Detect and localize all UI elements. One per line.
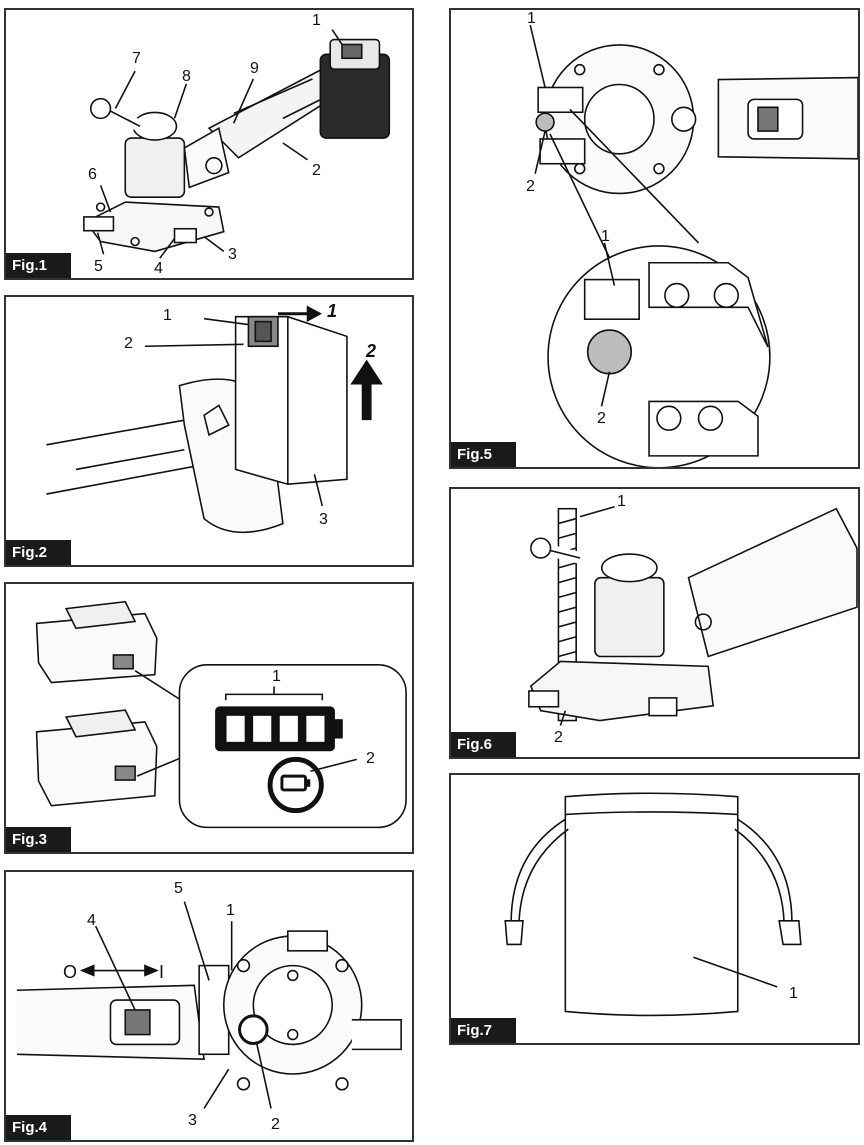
fig1-callout-4: 4 <box>154 260 163 277</box>
fig2-callout-2: 2 <box>124 335 133 352</box>
fig5-callout-1-zoom: 1 <box>601 228 610 245</box>
fig4-callout-1: 1 <box>226 902 235 919</box>
fig1-callout-7: 7 <box>132 50 141 67</box>
fig4-switch-off-label: O <box>63 962 78 982</box>
rebar-crimping-illustration <box>528 505 858 726</box>
figure-6-panel: 1 2 Fig.6 <box>449 487 860 759</box>
switch-operation-illustration <box>16 901 402 1109</box>
fig4-switch-on-label: I <box>159 962 165 982</box>
fig4-callout-5: 5 <box>174 880 183 897</box>
fig2-callout-1: 1 <box>163 307 172 324</box>
fig3-callout-1: 1 <box>272 668 281 685</box>
figure-1-label: Fig.1 <box>6 253 72 278</box>
figure-5-label: Fig.5 <box>451 442 517 467</box>
fig4-callout-4: 4 <box>87 912 96 929</box>
fig7-callout-1: 1 <box>789 985 798 1002</box>
figure-6-label: Fig.6 <box>451 732 517 757</box>
figure-7-label: Fig.7 <box>451 1018 517 1043</box>
figure-5-panel: 1 2 1 2 Fig.5 <box>449 8 860 469</box>
carrying-bag-illustration <box>504 792 802 1017</box>
crimper-overview-illustration <box>83 29 391 259</box>
fig1-callout-3: 3 <box>228 246 237 263</box>
fig5-callout-1-top: 1 <box>527 10 536 27</box>
fig2-arrow-1-label: 1 <box>327 301 338 321</box>
fig6-callout-2: 2 <box>554 729 563 746</box>
figure-3-panel: 1 2 Fig.3 <box>4 582 414 854</box>
fig3-callout-2: 2 <box>366 750 375 767</box>
fig6-callout-1: 1 <box>617 493 626 510</box>
fig4-callout-2: 2 <box>271 1116 280 1133</box>
fig2-arrow-2-label: 2 <box>366 341 377 361</box>
fig1-callout-5: 5 <box>94 258 103 275</box>
fig2-callout-3: 3 <box>319 511 328 528</box>
fig1-callout-1: 1 <box>312 12 321 29</box>
figure-2-label: Fig.2 <box>6 540 72 565</box>
fig1-callout-8: 8 <box>182 68 191 85</box>
fig5-callout-2-zoom: 2 <box>597 410 606 427</box>
fig1-callout-6: 6 <box>88 166 97 183</box>
figure-1-panel: 1 2 3 4 5 6 7 8 9 Fig.1 <box>4 8 414 280</box>
figure-2-panel: 1 2 3 1 2 Fig.2 <box>4 295 414 567</box>
fig5-callout-2-top: 2 <box>526 178 535 195</box>
battery-indicator-illustration <box>35 600 407 829</box>
figure-4-panel: 1 2 3 4 5 O I Fig.4 <box>4 870 414 1142</box>
crimping-die-insertion-illustration <box>529 24 858 467</box>
figure-7-panel: 1 Fig.7 <box>449 773 860 1045</box>
figure-4-label: Fig.4 <box>6 1115 72 1140</box>
fig1-callout-9: 9 <box>250 60 259 77</box>
fig4-callout-3: 3 <box>188 1112 197 1129</box>
fig1-callout-2: 2 <box>312 162 321 179</box>
battery-removal-illustration <box>46 305 383 534</box>
figure-3-label: Fig.3 <box>6 827 72 852</box>
